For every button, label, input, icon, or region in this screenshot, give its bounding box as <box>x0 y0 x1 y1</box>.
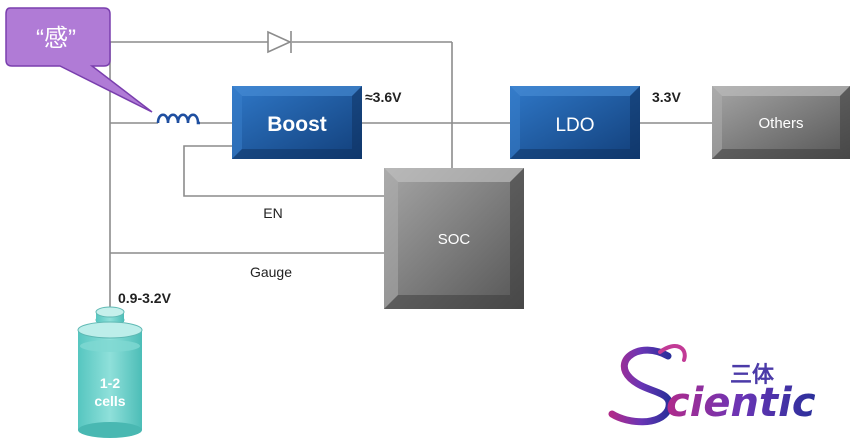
battery: 1-2 cells <box>77 306 143 438</box>
inductor-symbol <box>156 113 200 125</box>
svg-text:三体: 三体 <box>730 363 775 388</box>
boost-block: Boost <box>232 86 362 159</box>
ldo-label: LDO <box>555 115 594 136</box>
callout-text: “感” <box>36 25 76 52</box>
wires <box>109 41 712 318</box>
gauge-label: Gauge <box>250 264 292 280</box>
others-label: Others <box>758 115 803 132</box>
battery-voltage-label: 0.9-3.2V <box>118 290 172 306</box>
callout-bubble: “感” <box>5 7 153 113</box>
scientic-logo: cientic 三体 <box>608 344 816 426</box>
en-label: EN <box>263 205 282 221</box>
boost-label: Boost <box>267 113 327 136</box>
boost-output-voltage: ≈3.6V <box>365 89 402 105</box>
battery-label-line2: cells <box>94 393 125 409</box>
ldo-block: LDO <box>510 86 640 159</box>
diode-symbol <box>267 30 292 54</box>
ldo-output-voltage: 3.3V <box>652 89 681 105</box>
soc-label: SOC <box>438 231 471 248</box>
svg-text:cientic: cientic <box>666 380 816 426</box>
battery-label-line1: 1-2 <box>100 375 120 391</box>
soc-block: SOC <box>384 168 524 309</box>
others-block: Others <box>712 86 850 159</box>
